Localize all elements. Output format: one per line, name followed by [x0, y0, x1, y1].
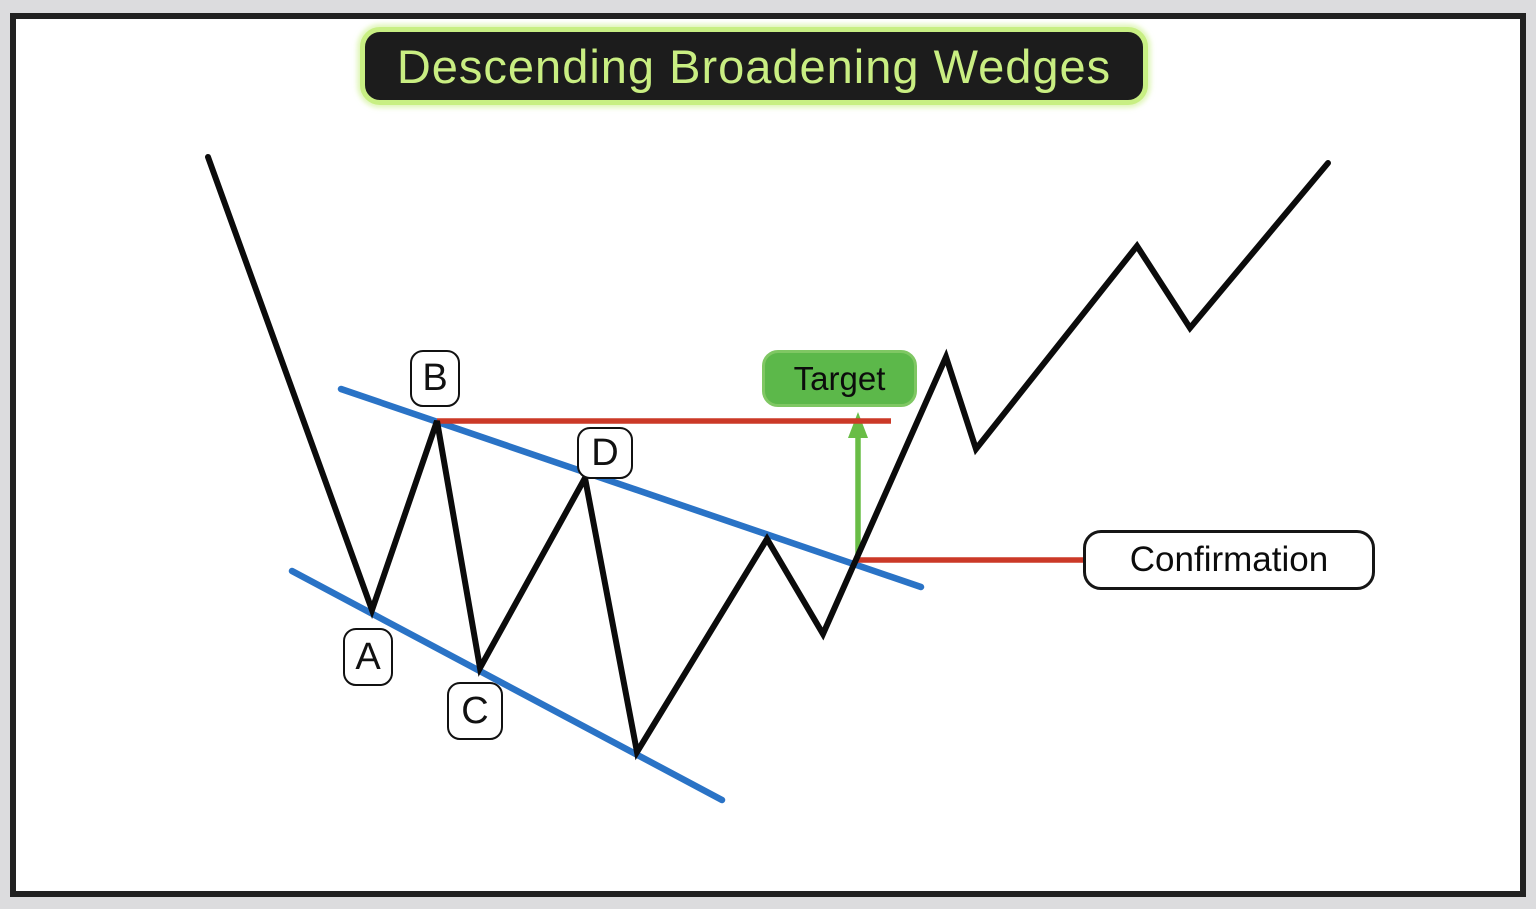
point-label-c-text: C	[461, 689, 489, 732]
target-badge: Target	[762, 350, 917, 407]
outer-frame	[10, 13, 1526, 897]
page-title: Descending Broadening Wedges	[396, 39, 1112, 93]
point-label-d-text: D	[591, 431, 619, 474]
point-label-a-text: A	[355, 635, 381, 678]
confirmation-badge: Confirmation	[1083, 530, 1375, 590]
point-label-a: A	[343, 628, 393, 686]
target-badge-text: Target	[793, 359, 886, 397]
price-line	[205, 154, 1331, 761]
point-label-d: D	[577, 427, 633, 479]
lower-trendline	[288, 567, 726, 804]
target-arrow-head-icon	[848, 412, 868, 438]
title-banner: Descending Broadening Wedges	[360, 27, 1148, 105]
confirmation-badge-text: Confirmation	[1129, 540, 1329, 579]
point-label-b: B	[410, 350, 460, 407]
point-label-b-text: B	[422, 357, 448, 399]
point-label-c: C	[447, 682, 503, 740]
